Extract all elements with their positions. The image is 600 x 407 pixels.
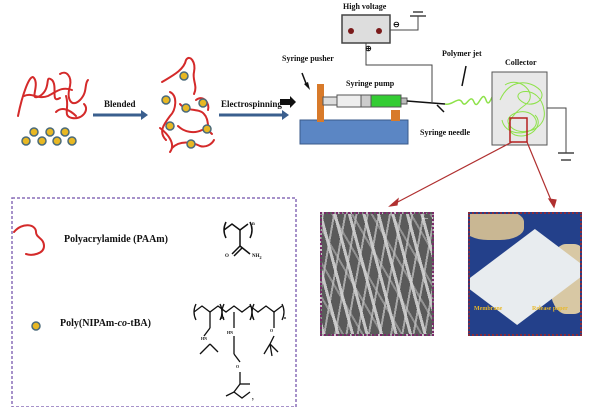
terminal-left: [348, 28, 354, 34]
copolymer-prefix: Poly(NIPAm-: [60, 318, 118, 329]
ground-wire-top: [390, 16, 419, 31]
legend-box: [11, 197, 297, 407]
blended-arrow: [93, 110, 148, 120]
high-voltage-label: High voltage: [343, 2, 387, 11]
membrane-photo: Membrane Release paper: [468, 212, 582, 336]
tba-particles-raw: [21, 127, 77, 146]
legend-copolymer-label: Poly(NIPAm-co-tBA): [60, 318, 151, 329]
glove-left: [470, 214, 524, 240]
needle-pointer: [436, 104, 445, 113]
nh-text: NH: [252, 254, 260, 259]
legend-paam-icon: [13, 224, 46, 256]
paam-structure: [223, 221, 253, 257]
positive-terminal-symbol: ⊕: [365, 44, 372, 53]
copolymer-subscript-x: x: [252, 315, 254, 320]
syringe-pusher-label: Syringe pusher: [282, 54, 334, 63]
pump-base: [299, 119, 409, 145]
copolymer-structure: [193, 303, 285, 399]
atom-o-2: O: [270, 328, 274, 333]
collector-label: Collector: [505, 58, 537, 67]
positive-wire: [365, 43, 433, 103]
atom-o-1: O: [236, 364, 240, 369]
nh2-subscript: 2: [259, 255, 262, 260]
blended-label: Blended: [104, 99, 136, 109]
membrane-label: Membrane: [474, 306, 503, 312]
release-paper-label: Release paper: [532, 306, 568, 312]
syringe-needle: [406, 100, 446, 105]
copolymer-subscript-m: m: [221, 315, 225, 320]
copolymer-suffix: -tBA): [127, 318, 151, 329]
jet-pointer: [461, 65, 467, 87]
syringe-pump-label: Syringe pump: [346, 79, 395, 88]
electrospinning-label: Electrospinning: [221, 99, 282, 109]
legend-paam-label: Polyacrylamide (PAAm): [64, 234, 168, 245]
paam-subscript-n: n: [252, 222, 255, 227]
electrospinning-arrow: [219, 110, 289, 120]
pusher-arrow: [280, 96, 296, 108]
paam-atom-o: O: [225, 254, 229, 259]
copolymer-co: co: [117, 318, 128, 329]
sem-image: —: [320, 212, 434, 336]
syringe: [322, 94, 446, 108]
atom-hn-2: HN: [227, 330, 233, 335]
negative-terminal-symbol: ⊖: [393, 20, 400, 29]
copolymer-subscript-y: y: [252, 396, 254, 401]
blended-particles: [161, 71, 212, 149]
atom-hn-1: HN: [201, 336, 207, 341]
paam-atom-nh2: NH2: [252, 254, 262, 260]
zoom-region: [509, 117, 528, 143]
syringe-support: [391, 110, 400, 121]
copolymer-subscript-n: n: [284, 315, 287, 320]
high-voltage-supply: [341, 14, 391, 44]
paam-chains-raw: [17, 71, 89, 120]
legend-particle-icon: [31, 321, 41, 331]
syringe-pusher: [317, 84, 324, 122]
collector-ground-wire: [547, 107, 567, 153]
sem-scale-bar: —: [422, 216, 428, 222]
syringe-needle-label: Syringe needle: [420, 128, 470, 137]
polymer-jet-label: Polymer jet: [442, 49, 482, 58]
pusher-pointer-head: [304, 82, 310, 90]
callout-arrows: [388, 141, 557, 209]
terminal-right: [376, 28, 382, 34]
